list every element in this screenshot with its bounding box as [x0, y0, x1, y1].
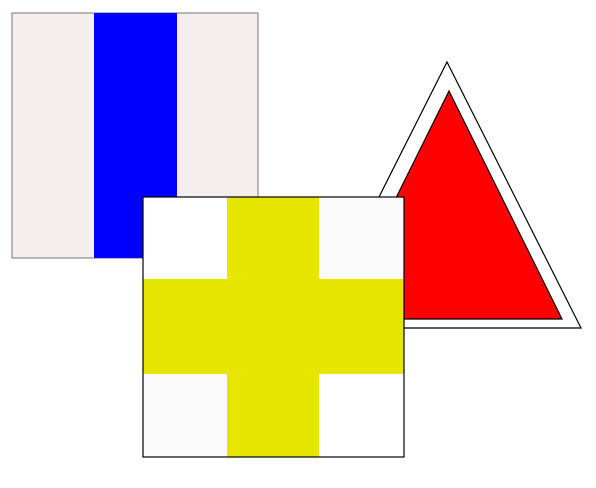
- cross-flag-border: [142, 196, 405, 458]
- cross-flag: [142, 196, 405, 458]
- cross-flag-corner-top-left: [143, 197, 227, 279]
- cross-flag-corner-bottom-left: [143, 374, 227, 457]
- cross-flag-corner-bottom-right: [319, 374, 404, 457]
- vertical-stripe-flag: [11, 12, 259, 259]
- cross-flag-corner-top-right: [319, 197, 404, 279]
